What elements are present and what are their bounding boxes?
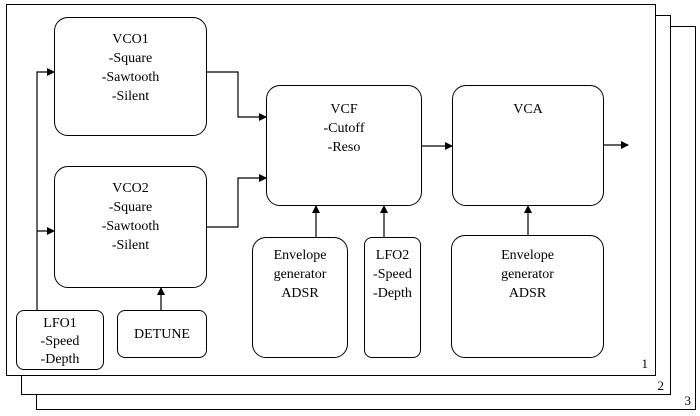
envelope-generator-vca-block: Envelope generator ADSR	[451, 235, 604, 358]
lfo1-block: LFO1 -Speed -Depth	[16, 310, 104, 370]
vco1-block: VCO1 -Square -Sawtooth -Silent	[54, 17, 207, 136]
page-number-2: 2	[657, 378, 665, 393]
vcf-cutoff: -Cutoff	[323, 121, 365, 136]
vco2-block: VCO2 -Square -Sawtooth -Silent	[54, 166, 207, 288]
env1-line-2: generator	[273, 267, 327, 282]
vco1-square: -Square	[108, 51, 153, 66]
vco1-title: VCO1	[112, 32, 149, 47]
lfo1-speed: -Speed	[40, 334, 80, 349]
vco2-silent: -Silent	[111, 238, 150, 253]
vco1-sawtooth: -Sawtooth	[101, 70, 160, 85]
page-number-3: 3	[684, 393, 692, 408]
lfo1-title: LFO1	[43, 316, 77, 331]
vca-block: VCA	[452, 85, 604, 206]
env2-line-1: Envelope	[501, 248, 554, 263]
env1-line-3: ADSR	[281, 286, 319, 301]
vcf-block: VCF -Cutoff -Reso	[266, 85, 422, 206]
vcf-reso: -Reso	[327, 140, 361, 155]
vco2-sawtooth: -Sawtooth	[101, 219, 160, 234]
lfo2-speed: -Speed	[373, 267, 412, 282]
page-number-1: 1	[641, 356, 649, 371]
vco2-square: -Square	[108, 200, 153, 215]
detune-title: DETUNE	[134, 326, 190, 342]
envelope-generator-vcf-block: Envelope generator ADSR	[252, 237, 348, 358]
lfo1-depth: -Depth	[40, 352, 80, 367]
env2-line-3: ADSR	[508, 286, 547, 301]
lfo2-depth: -Depth	[373, 286, 412, 301]
env2-line-2: generator	[501, 267, 554, 282]
vca-title: VCA	[513, 102, 543, 117]
lfo2-title: LFO2	[375, 248, 410, 263]
lfo2-block: LFO2 -Speed -Depth	[364, 237, 421, 358]
vco2-title: VCO2	[112, 181, 149, 196]
env1-line-1: Envelope	[273, 248, 327, 263]
detune-block: DETUNE	[117, 310, 207, 358]
vcf-title: VCF	[330, 102, 358, 117]
vco1-silent: -Silent	[111, 89, 150, 104]
